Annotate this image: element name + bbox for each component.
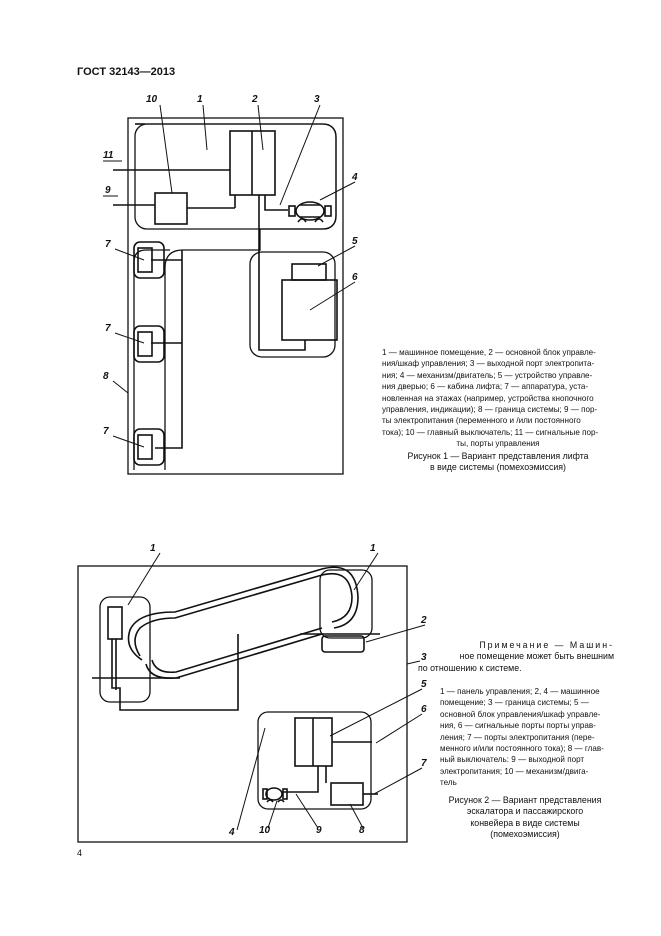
figure-2-note: Примечание — Машин- ное помещение может … (418, 640, 614, 674)
figure-2-legend-line: менного и/или постоянного тока); 8 — гла… (440, 744, 604, 754)
figure-1-label-4: 4 (351, 172, 358, 183)
figure-2-legend-line: ления; 7 — порты электропитания (пере- (440, 732, 595, 742)
figure-2-legend-line: ния, 6 — сигнальные порты порты управ- (440, 721, 596, 731)
figure-1-label-6: 6 (352, 272, 358, 283)
figure-2-label-8: 8 (359, 825, 365, 836)
figure-1-legend-line: управления, индикации); 8 — граница сист… (382, 405, 598, 415)
figure-1-legend-line: ния/шкаф управления; 3 — выходной порт э… (382, 359, 595, 369)
figure-1-legend-line: ты, порты управления (456, 439, 540, 449)
document-header: ГОСТ 32143—2013 (77, 66, 176, 78)
figure-1-label-11: 11 (103, 150, 114, 161)
figure-2-note-line: Примечание — Машин- (479, 640, 614, 650)
page-number: 4 (77, 848, 83, 858)
figure-1-caption-line: Рисунок 1 — Вариант представления лифта (407, 451, 589, 461)
figure-2-legend-line: тель (440, 778, 457, 788)
figure-1-label-5: 5 (352, 236, 358, 247)
figure-1-caption-line: в виде системы (помехоэмиссия) (430, 462, 566, 473)
figure-1-legend-line: новленная на этажах (например, устройств… (382, 393, 594, 403)
figure-1-legend-line: ния дверью; 6 — кабина лифта; 7 — аппара… (382, 382, 589, 392)
figure-1-label-3: 3 (314, 94, 320, 105)
figure-2-label-4: 4 (228, 827, 235, 838)
figure-1-label-7-middle: 7 (105, 323, 111, 334)
figure-2-legend-line: ный выключатель: 9 — выходной порт (440, 755, 585, 765)
figure-2-label-1-right: 1 (370, 543, 376, 554)
figure-1-label-8: 8 (103, 371, 109, 382)
figure-2-label-7: 7 (421, 758, 427, 769)
figure-1-label-9: 9 (105, 185, 111, 196)
figure-2-legend-line: 1 — панель управления; 2, 4 — машинное (440, 687, 600, 696)
figure-2-caption: Рисунок 2 — Вариант представления эскала… (432, 795, 618, 840)
figure-2-label-2: 2 (420, 615, 427, 626)
figure-1-legend-line: ты электропитания (переменного и /или по… (382, 416, 581, 426)
figure-1-label-2: 2 (251, 94, 258, 105)
figure-1-label-10: 10 (146, 94, 158, 105)
figure-2-legend-line: помещение; 3 — граница системы; 5 — (440, 698, 589, 708)
figure-2-label-6: 6 (421, 704, 427, 715)
figure-2-label-9: 9 (316, 825, 322, 836)
figure-1-label-1: 1 (197, 94, 203, 105)
figure-1-legend-line: ния; 4 — механизм/двигатель; 5 — устройс… (382, 370, 593, 380)
figure-2-legend-line: основной блок управления/шкаф управле- (440, 709, 601, 719)
figure-2-caption-line: Рисунок 2 — Вариант представления (448, 795, 602, 805)
figure-2-legend: 1 — панель управления; 2, 4 — машинное п… (440, 686, 614, 789)
figure-2-label-1-left: 1 (150, 543, 156, 554)
figure-2-note-line: ное помещение может быть внешним (459, 651, 614, 662)
figure-2-caption-line: эскалатора и пассажирского (466, 806, 584, 817)
figure-2-caption-line: конвейера в виде системы (470, 817, 580, 828)
figure-2-caption-line: (помехоэмиссия) (490, 828, 560, 839)
figure-2-label-10: 10 (259, 825, 271, 836)
figure-2-note-line: по отношению к системе. (418, 662, 522, 673)
figure-1-label-7-top: 7 (105, 239, 111, 250)
figure-2-label-5: 5 (421, 679, 427, 690)
figure-1-legend-line: тока); 10 — главный выключатель; 11 — си… (382, 427, 599, 437)
figure-2-legend-line: электропитания; 10 — механизм/двига- (440, 766, 589, 776)
figure-1-caption: Рисунок 1 — Вариант представления лифта … (382, 451, 614, 474)
figure-2-label-3: 3 (421, 652, 427, 663)
figure-1-legend: 1 — машинное помещение, 2 — основной бло… (382, 347, 614, 450)
figure-1-legend-line: 1 — машинное помещение, 2 — основной бло… (382, 348, 596, 357)
figure-1-label-7-bottom: 7 (103, 426, 109, 437)
